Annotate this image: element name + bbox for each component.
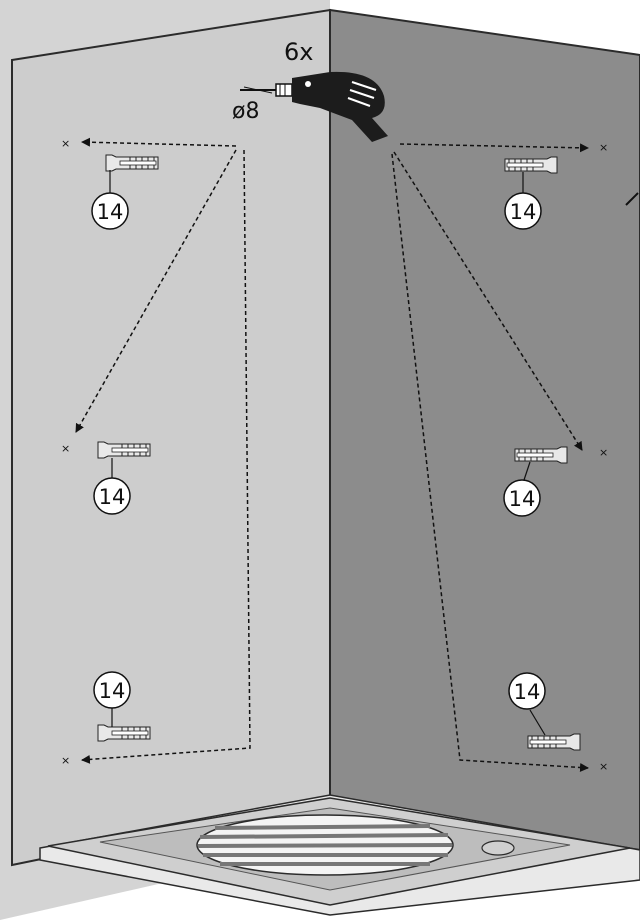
wall-anchor-right-middle	[514, 446, 568, 464]
hole-markers: × × × × × ×	[61, 137, 608, 773]
callout-right-top-label: 14	[510, 200, 537, 224]
wall-anchor-left-bottom	[97, 724, 151, 742]
drill-bit-diameter: ø8	[232, 99, 259, 124]
callout-right-bottom-label: 14	[514, 680, 541, 704]
callout-right-middle-label: 14	[509, 487, 536, 511]
callout-left-middle: 14	[93, 477, 131, 515]
wall-anchor-left-middle	[97, 441, 151, 459]
edge-tick-mark	[625, 192, 639, 206]
hole-marker-right-middle: ×	[599, 446, 608, 459]
wall-anchor-right-top	[504, 156, 558, 174]
hole-marker-left-bottom: ×	[61, 754, 70, 767]
hole-marker-left-middle: ×	[61, 442, 70, 455]
drill-quantity: 6x	[284, 38, 313, 66]
callout-left-middle-label: 14	[99, 485, 126, 509]
drill-icon	[240, 71, 388, 142]
callout-left-bottom: 14	[93, 671, 131, 709]
callout-right-middle: 14	[503, 479, 541, 517]
hole-marker-left-top: ×	[61, 137, 70, 150]
left-wall	[0, 0, 331, 920]
wall-anchor-left-top	[105, 154, 159, 172]
callout-right-top: 14	[504, 192, 542, 230]
callout-left-bottom-label: 14	[99, 679, 126, 703]
callout-left-top-label: 14	[97, 200, 124, 224]
callout-right-bottom: 14	[508, 672, 546, 710]
wall-anchor-right-bottom	[527, 733, 581, 751]
drilling-path-lines	[75, 137, 589, 772]
callout-left-top: 14	[91, 192, 129, 230]
hole-marker-right-top: ×	[599, 141, 608, 154]
callout-leaders	[109, 170, 546, 736]
drain-outlet	[481, 840, 515, 856]
drain-grate	[196, 814, 454, 876]
hole-marker-right-bottom: ×	[599, 760, 608, 773]
